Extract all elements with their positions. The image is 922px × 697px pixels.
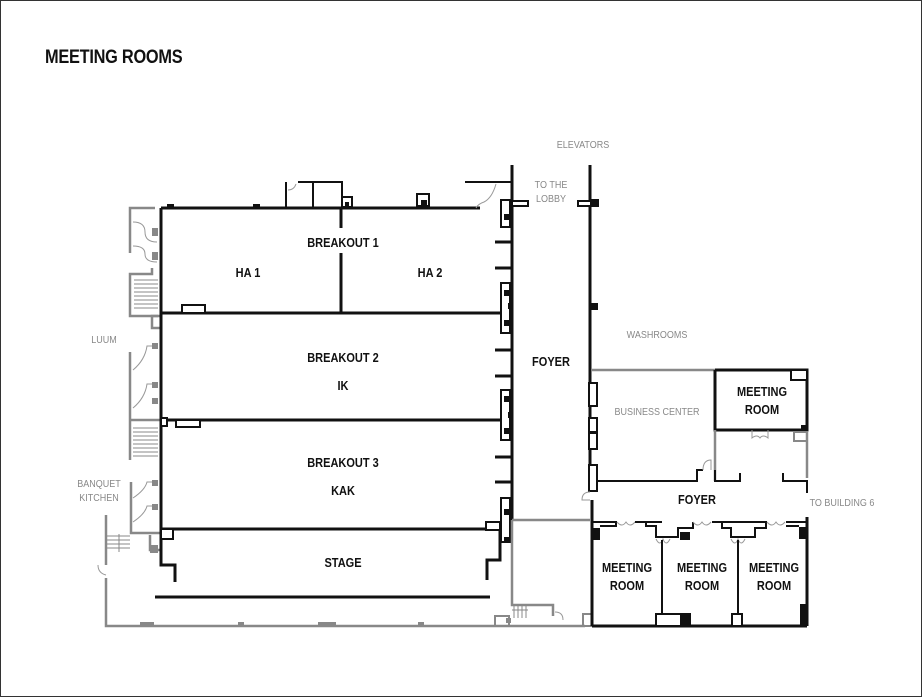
meeting-room-2-line2: ROOM	[684, 579, 720, 593]
room-label-meeting-room-3[interactable]: MEETING ROOM	[749, 559, 799, 595]
meeting-room-1-line1: MEETING	[601, 561, 653, 575]
room-label-stage[interactable]: STAGE	[324, 556, 362, 570]
meeting-room-2-line1: MEETING	[676, 561, 728, 575]
area-label-washrooms: WASHROOMS	[626, 330, 688, 341]
area-label-banquet-kitchen: BANQUET KITCHEN	[77, 478, 121, 506]
meeting-room-1-line2: ROOM	[609, 579, 645, 593]
room-label-kak[interactable]: KAK	[331, 484, 355, 498]
area-label-to-building-6: TO BUILDING 6	[809, 498, 875, 509]
to-the-lobby-line2: LOBBY	[535, 194, 567, 205]
foyer-east-wall	[577, 165, 599, 626]
room-label-breakout-3[interactable]: BREAKOUT 3	[307, 456, 379, 470]
room-label-breakout-1[interactable]: BREAKOUT 1	[307, 236, 379, 250]
room-label-foyer-main[interactable]: FOYER	[532, 355, 570, 369]
page-title: MEETING ROOMS	[45, 47, 183, 68]
service-walls-west	[97, 206, 585, 628]
area-label-to-the-lobby: TO THE LOBBY	[535, 179, 568, 207]
room-label-ha-1[interactable]: HA 1	[235, 266, 261, 280]
room-label-ha-2[interactable]: HA 2	[417, 266, 443, 280]
meeting-room-ne-line2: ROOM	[744, 403, 780, 417]
room-label-meeting-room-ne[interactable]: MEETING ROOM	[737, 383, 787, 419]
room-label-ik[interactable]: IK	[337, 379, 349, 393]
meeting-room-ne-line1: MEETING	[736, 385, 788, 399]
meeting-room-3-line1: MEETING	[748, 561, 800, 575]
room-label-meeting-room-2[interactable]: MEETING ROOM	[677, 559, 727, 595]
ballroom-walls	[155, 181, 512, 599]
foyer-west-wall	[485, 165, 593, 627]
area-label-elevators: ELEVATORS	[556, 140, 610, 151]
room-label-foyer-east[interactable]: FOYER	[678, 493, 716, 507]
banquet-kitchen-line2: KITCHEN	[79, 493, 119, 504]
area-label-business-center: BUSINESS CENTER	[614, 407, 700, 418]
room-label-breakout-2[interactable]: BREAKOUT 2	[307, 351, 379, 365]
room-label-meeting-room-1[interactable]: MEETING ROOM	[602, 559, 652, 595]
east-wing-walls	[592, 368, 809, 628]
banquet-kitchen-line1: BANQUET	[77, 479, 121, 490]
to-the-lobby-line1: TO THE	[534, 180, 568, 191]
meeting-room-3-line2: ROOM	[756, 579, 792, 593]
area-label-luum: LUUM	[91, 335, 117, 346]
